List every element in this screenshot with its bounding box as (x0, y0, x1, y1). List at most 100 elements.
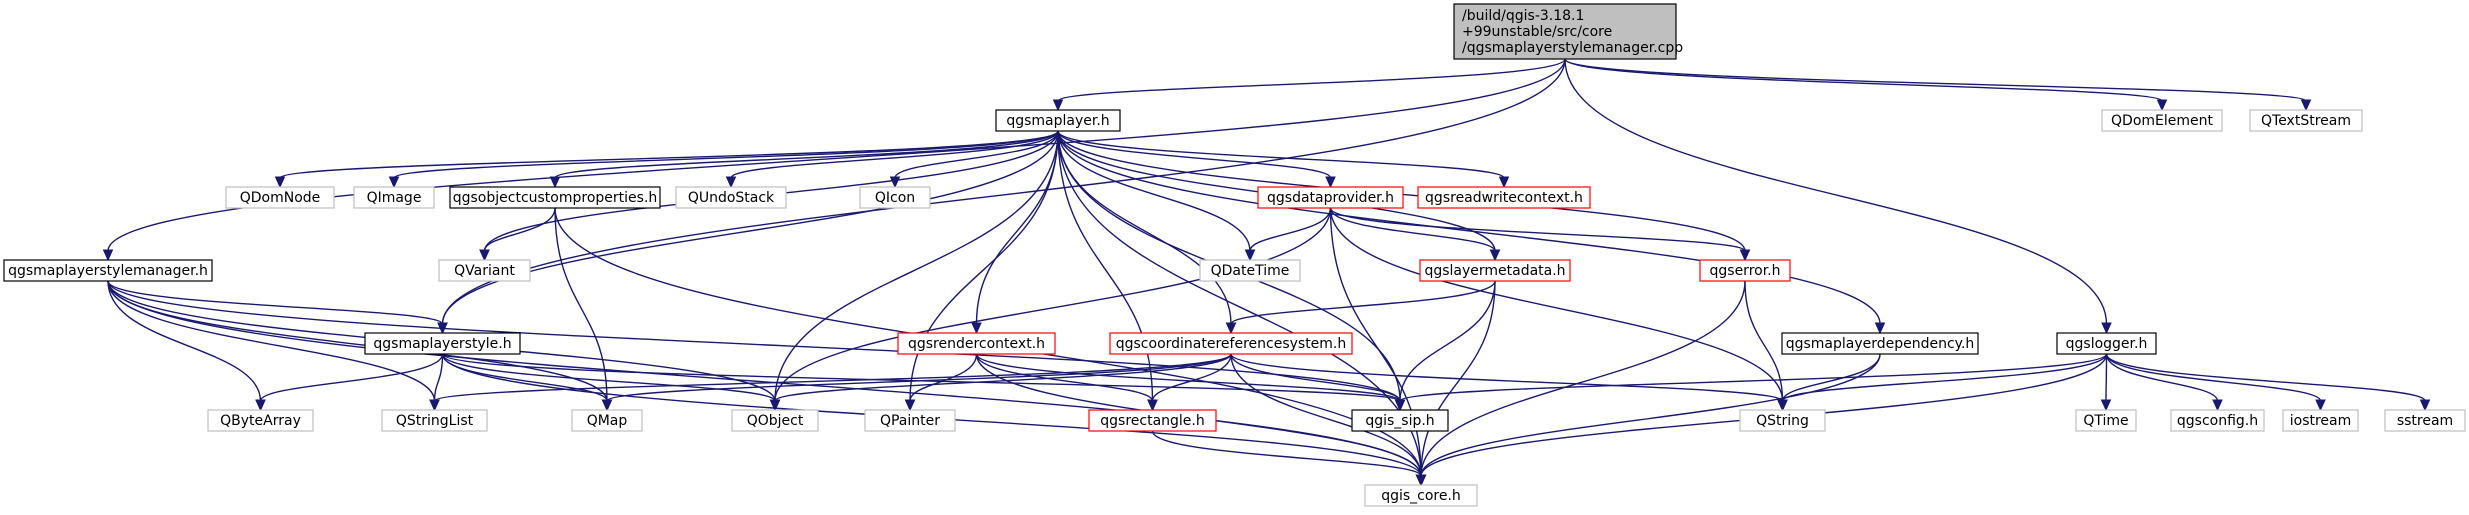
node-qtime[interactable]: QTime (2075, 409, 2137, 432)
node-qdomelement[interactable]: QDomElement (2101, 109, 2223, 132)
node-box (364, 332, 521, 355)
node-qimage[interactable]: QImage (353, 186, 435, 209)
node-label: QTime (2083, 413, 2128, 429)
node-qgsdataprovider[interactable]: qgsdataprovider.h (1257, 186, 1404, 209)
node-qstringlist[interactable]: QStringList (381, 409, 488, 432)
node-qdatetime[interactable]: QDateTime (1199, 259, 1301, 282)
edge-line (107, 58, 1566, 252)
edge-qgsmaplayer-to-qgsreadwritecontext (1057, 130, 1510, 189)
node-qbytearray[interactable]: QByteArray (207, 409, 314, 432)
node-qgsrendercontext[interactable]: qgsrendercontext.h (897, 332, 1056, 355)
edge-root-to-qgsmaplayer (1052, 58, 1566, 112)
node-qpainter[interactable]: QPainter (864, 409, 956, 432)
edge-arrowhead (2101, 322, 2112, 335)
edge-line (1744, 280, 1784, 402)
node-label: QImage (367, 190, 422, 206)
edge-arrowhead (889, 176, 901, 189)
node-qgscoordinatereferencesystem[interactable]: qgscoordinatereferencesystem.h (1109, 332, 1353, 355)
edge-line (259, 353, 444, 402)
edge-arrowhead (1225, 322, 1237, 335)
node-qgslogger[interactable]: qgslogger.h (2056, 332, 2157, 355)
node-qtextstream[interactable]: QTextStream (2249, 109, 2363, 132)
node-box (2056, 332, 2157, 355)
node-box (864, 409, 956, 432)
node-qgis_sip[interactable]: qgis_sip.h (1351, 409, 1449, 432)
edge-qgsmaplayer-to-qgis_core (1057, 130, 1427, 487)
edge-qgsmaplayer-to-qpainter (904, 130, 1059, 412)
node-label: QDomElement (2111, 113, 2213, 129)
node-qicon[interactable]: QIcon (859, 186, 931, 209)
edge-line (2105, 353, 2108, 402)
node-box (2282, 409, 2359, 432)
node-qgsmaplayerstylemanager[interactable]: qgsmaplayerstylemanager.h (3, 259, 213, 282)
node-qgsmaplayerdependency[interactable]: qgsmaplayerdependency.h (1781, 332, 1979, 355)
edge-line (1230, 280, 1496, 325)
edge-arrowhead (1394, 399, 1406, 412)
edge-arrowhead (2300, 99, 2312, 112)
node-box (225, 186, 335, 209)
edge-arrowhead (904, 399, 916, 412)
edge-line (975, 130, 1059, 325)
edge-line (909, 130, 1059, 402)
edge-line (894, 130, 1059, 179)
node-box (897, 332, 1056, 355)
edge-line (1781, 353, 1881, 402)
node-qstring[interactable]: QString (1739, 409, 1826, 432)
node-sstream[interactable]: sstream (2384, 409, 2466, 432)
node-box (995, 109, 1121, 132)
edge-line (606, 353, 1232, 402)
node-label: QObject (747, 413, 804, 429)
node-label: qgsmaplayerstyle.h (373, 336, 511, 352)
edge-arrowhead (2419, 399, 2431, 412)
node-box (571, 409, 643, 432)
edge-line (1329, 207, 1746, 252)
edge-qgsmaplayerstyle-to-qmap (441, 353, 613, 412)
node-qmap[interactable]: QMap (571, 409, 643, 432)
edge-line (1151, 353, 1232, 402)
node-qgsobjectcustomproperties[interactable]: qgsobjectcustomproperties.h (449, 186, 661, 209)
node-label: QByteArray (220, 413, 301, 429)
node-box (1109, 332, 1353, 355)
node-label: qgsrectangle.h (1100, 413, 1204, 429)
node-qvariant[interactable]: QVariant (438, 259, 531, 282)
node-box (731, 409, 819, 432)
node-qgslayermetadata[interactable]: qgslayermetadata.h (1419, 259, 1571, 282)
edge-line (774, 130, 1059, 402)
node-qgsreadwritecontext[interactable]: qgsreadwritecontext.h (1417, 186, 1591, 209)
node-label: QTextStream (2261, 113, 2351, 129)
edge-qgsmaplayer-to-qgsmaplayerdependency (1057, 130, 1886, 335)
node-label: qgslogger.h (2066, 336, 2148, 352)
edge-line (1057, 130, 1881, 325)
edge-qgsmaplayerdependency-to-qstring (1777, 353, 1881, 412)
node-root[interactable]: /build/qgis-3.18.1+99unstable/src/core/q… (1453, 3, 1683, 60)
edge-line (107, 280, 262, 402)
node-box (2170, 409, 2265, 432)
node-qundostack[interactable]: QUndoStack (675, 186, 787, 209)
node-iostream[interactable]: iostream (2282, 409, 2359, 432)
node-qgsmaplayerstyle[interactable]: qgsmaplayerstyle.h (364, 332, 521, 355)
edge-line (1564, 58, 2108, 325)
node-label: QPainter (880, 413, 940, 429)
node-qobject[interactable]: QObject (731, 409, 819, 432)
edge-arrowhead (1415, 474, 1427, 487)
edge-qgscoordinatereferencesystem-to-qgis_sip (1230, 353, 1406, 412)
edge-root-to-qdomelement (1564, 58, 2168, 112)
node-qdomnode[interactable]: QDomNode (225, 186, 335, 209)
edge-line (433, 353, 1232, 402)
node-label: qgis_core.h (1381, 488, 1461, 504)
edge-arrowhead (2156, 99, 2168, 112)
node-label: /build/qgis-3.18.1 (1462, 8, 1584, 24)
node-qgsrectangle[interactable]: qgsrectangle.h (1088, 409, 1217, 432)
edge-line (1329, 207, 1496, 252)
edge-line (1399, 280, 1496, 402)
edge-line (107, 280, 1401, 402)
node-qgserror[interactable]: qgserror.h (1699, 259, 1791, 282)
node-box (1781, 332, 1979, 355)
edge-arrowhead (2100, 399, 2112, 412)
edge-arrowhead (725, 176, 737, 189)
node-qgsconfig[interactable]: qgsconfig.h (2170, 409, 2265, 432)
edge-line (441, 353, 776, 402)
node-qgis_core[interactable]: qgis_core.h (1364, 484, 1478, 507)
node-qgsmaplayer[interactable]: qgsmaplayer.h (995, 109, 1121, 132)
